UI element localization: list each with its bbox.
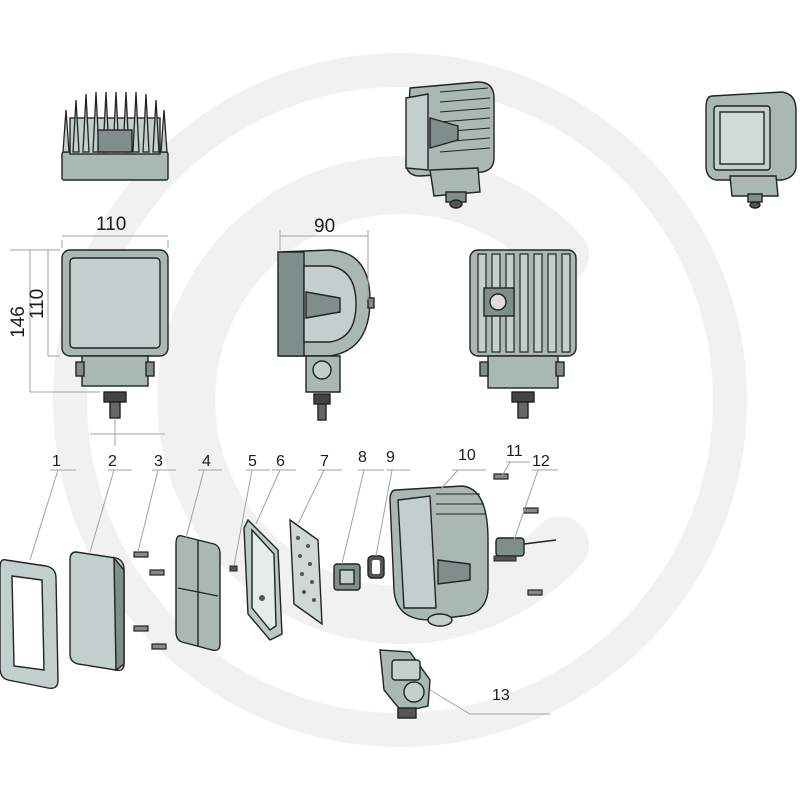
- part-7-led-board: [289, 518, 323, 626]
- part-6-gasket: [243, 518, 283, 641]
- part-5-screw: [229, 565, 238, 572]
- side-view-lamp: [277, 249, 375, 421]
- callout-10: 10: [458, 447, 476, 464]
- callout-5: 5: [248, 453, 257, 470]
- part-10-housing: [389, 485, 489, 627]
- part-12-cable-plug: [493, 537, 557, 562]
- callout-12: 12: [532, 453, 550, 470]
- front-dimensions: [10, 235, 169, 446]
- callout-7: 7: [320, 453, 329, 470]
- callout-8: 8: [358, 449, 367, 466]
- callout-13: 13: [492, 687, 510, 704]
- watermark-logo: [53, 53, 747, 747]
- rear-view-lamp: [469, 249, 577, 419]
- callout-6: 6: [276, 453, 285, 470]
- dimension-depth-label: 90: [314, 216, 335, 237]
- callout-2: 2: [108, 453, 117, 470]
- part-4-reflector: [175, 534, 221, 652]
- part-9-seal-ring: [367, 555, 385, 579]
- side-dimension: [279, 230, 369, 300]
- dimension-lens-height-label: 110: [27, 289, 48, 319]
- part-13-mounting-bracket: [379, 649, 431, 719]
- top-view-lamp: [61, 91, 169, 181]
- front-view-lamp: [61, 249, 169, 419]
- leader-lines: [29, 461, 558, 715]
- callout-9: 9: [386, 449, 395, 466]
- part-1-bezel-frame: [0, 558, 59, 690]
- dimension-width-label: 110: [96, 214, 126, 235]
- part-3-screws: [133, 551, 167, 650]
- callout-11: 11: [506, 443, 523, 460]
- part-8-connector: [333, 563, 361, 591]
- callout-3: 3: [154, 453, 163, 470]
- isometric-front-lamp: [705, 91, 797, 209]
- part-11-screws: [493, 473, 543, 596]
- part-2-lens: [69, 551, 125, 672]
- isometric-view-lamp: [405, 81, 495, 209]
- callout-4: 4: [202, 453, 211, 470]
- callout-1: 1: [52, 453, 61, 470]
- dimension-total-height-label: 146: [8, 306, 29, 338]
